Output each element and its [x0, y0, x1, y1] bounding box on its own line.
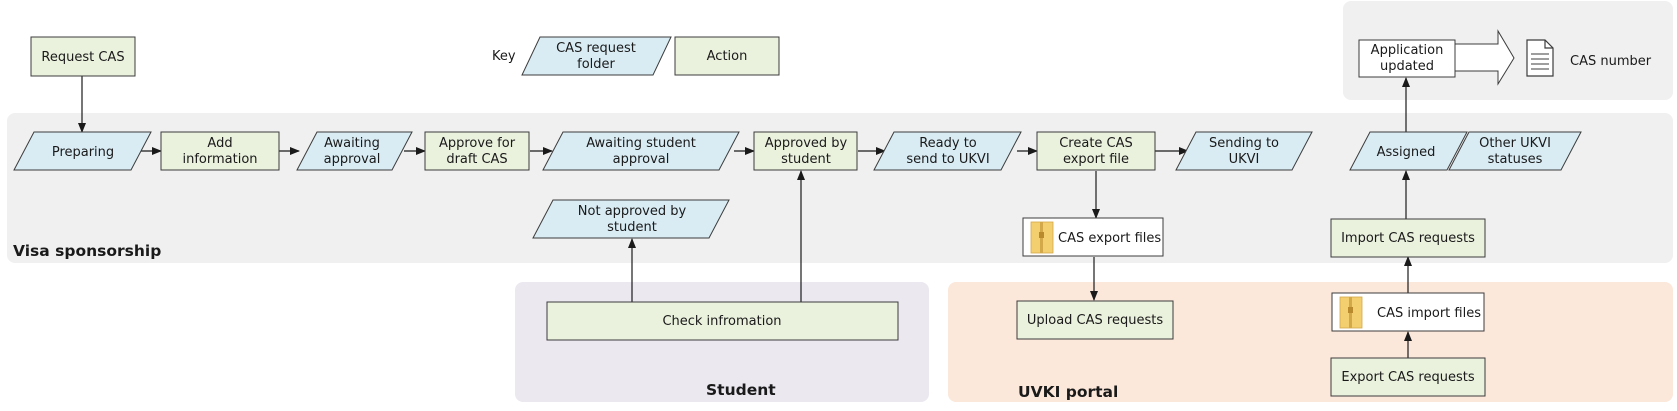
node-import-cas-requests: Import CAS requests	[1330, 218, 1486, 258]
key-action-label: Action	[707, 49, 748, 64]
lane-title-visa: Visa sponsorship	[13, 242, 161, 260]
edges	[78, 76, 1412, 358]
document-icon	[1526, 39, 1554, 77]
svg-text:Export CAS requests: Export CAS requests	[1341, 370, 1474, 385]
node-preparing: Preparing	[13, 131, 152, 171]
key-folder-shape	[521, 36, 672, 76]
node-export-cas-requests: Export CAS requests	[1330, 357, 1486, 397]
zip-file-icon	[1030, 221, 1054, 254]
svg-text:Check infromation: Check infromation	[662, 314, 781, 329]
node-check-information: Check infromation	[546, 301, 899, 341]
key-label: Key	[492, 49, 516, 64]
svg-text:CAS import files: CAS import files	[1377, 306, 1481, 321]
node-upload-cas-requests: Upload CAS requests	[1016, 300, 1174, 340]
block-arrow-icon	[1454, 29, 1515, 86]
svg-text:Upload CAS requests: Upload CAS requests	[1027, 313, 1163, 328]
lane-title-portal: UVKI portal	[1018, 383, 1118, 401]
node-request-cas: Request CAS	[30, 36, 136, 77]
lane-title-student: Student	[706, 381, 776, 399]
node-cas-export-files: CAS export files	[1022, 217, 1164, 257]
svg-text:Import CAS requests: Import CAS requests	[1341, 231, 1475, 246]
svg-text:Assigned: Assigned	[1377, 145, 1436, 160]
node-cas-import-files: CAS import files	[1331, 292, 1485, 332]
key-action-shape	[674, 36, 780, 76]
node-assigned: Assigned	[1349, 131, 1468, 171]
svg-text:CAS export files: CAS export files	[1058, 231, 1161, 246]
svg-text:Preparing: Preparing	[52, 145, 114, 160]
zip-file-icon	[1339, 296, 1363, 329]
cas-number-label: CAS number	[1570, 54, 1652, 69]
svg-text:Request CAS: Request CAS	[41, 50, 124, 65]
